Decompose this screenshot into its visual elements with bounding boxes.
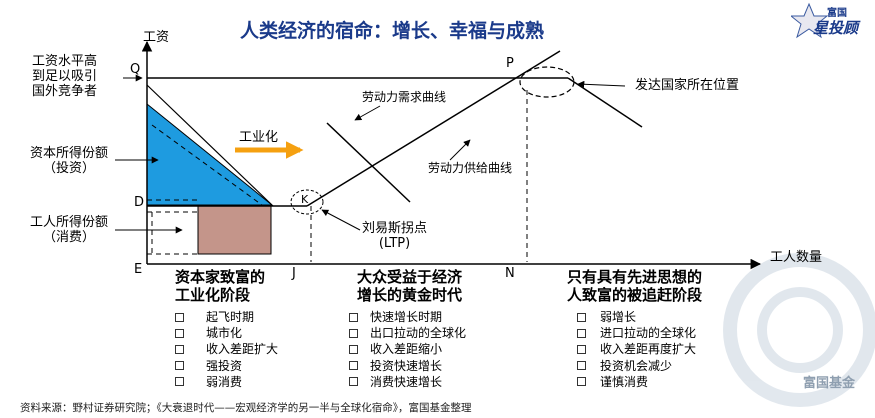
watermark-logo-shape (723, 253, 875, 407)
brand-logo: 富国 星投顾 (789, 2, 869, 46)
demand-line-left (146, 84, 273, 206)
point-d: D (134, 195, 145, 210)
capital-share-label: 资本所得份额 （投资） (30, 146, 109, 176)
source-note: 资料来源：野村证券研究院；《大衰退时代——宏观经济学的另一半与全球化宿命》，富国… (20, 402, 472, 414)
labor-share-area (197, 205, 272, 255)
point-j: J (292, 266, 296, 281)
checkbox-icon (577, 377, 586, 387)
point-n: N (505, 266, 515, 281)
phase-heading: 资本家致富的 工业化阶段 (175, 268, 266, 304)
developed-position-label: 发达国家所在位置 (635, 78, 740, 93)
checkbox-icon (175, 312, 184, 322)
labor-demand-curve (326, 122, 411, 203)
page-title: 人类经济的宿命：增长、幸福与成熟 (240, 20, 545, 42)
star-icon (789, 2, 829, 39)
checkbox-icon (175, 361, 184, 371)
phase-heading: 大众受益于经济 增长的黄金时代 (357, 268, 463, 304)
list-item: 起飞时期 (175, 309, 278, 325)
list-item: 收入差距缩小 (349, 341, 466, 357)
pointer-supply (449, 139, 471, 161)
p-point-ellipse (519, 66, 575, 98)
list-item: 弱消费 (175, 374, 278, 390)
checkbox-icon (175, 345, 184, 354)
list-item: 收入差距再度扩大 (577, 341, 702, 357)
checkbox-icon (349, 361, 358, 371)
list-item: 快速增长时期 (349, 309, 466, 325)
pointer-lewis (321, 209, 361, 231)
checkbox-icon (349, 377, 358, 387)
list-item: 消费快速增长 (349, 374, 466, 390)
checkbox-icon (577, 328, 586, 338)
list-item: 出口拉动的全球化 (349, 325, 466, 341)
point-p: P (506, 56, 514, 71)
labor-share-label: 工人所得份额 （消费） (30, 215, 109, 245)
y-axis-label: 工资 (143, 30, 170, 45)
capital-share-area (146, 102, 274, 206)
labor-supply-curve (306, 50, 561, 207)
checkbox-icon (175, 377, 184, 387)
list-item: 投资机会减少 (577, 358, 702, 374)
phase-industrialization: 资本家致富的 工业化阶段 起飞时期 城市化 收入差距扩大 强投资 弱消费 (175, 268, 278, 390)
list-item: 进口拉动的全球化 (577, 325, 702, 341)
checkbox-icon (349, 328, 358, 338)
list-item: 城市化 (175, 325, 278, 341)
point-k: K (301, 193, 309, 206)
pointer-demand (354, 105, 381, 121)
point-q: Q (130, 62, 141, 77)
checkbox-icon (349, 312, 358, 322)
list-item: 强投资 (175, 358, 278, 374)
dashed-guides (147, 90, 528, 262)
checkbox-icon (349, 345, 358, 354)
wage-threshold-label: 工资水平高 到足以吸引 国外竞争者 (32, 54, 98, 99)
phase-golden-age: 大众受益于经济 增长的黄金时代 快速增长时期 出口拉动的全球化 收入差距缩小 投… (349, 268, 466, 390)
pointer-developed (577, 80, 626, 88)
checkbox-icon (577, 361, 586, 371)
checkbox-icon (175, 328, 184, 338)
checkbox-icon (577, 312, 586, 322)
phase-list: 起飞时期 城市化 收入差距扩大 强投资 弱消费 (175, 309, 278, 390)
phase-catch-up: 只有具有先进思想的 人致富的被追赶阶段 弱增长 进口拉动的全球化 收入差距再度扩… (567, 268, 702, 390)
list-item: 谨慎消费 (577, 374, 702, 390)
phase-list: 快速增长时期 出口拉动的全球化 收入差距缩小 投资快速增长 消费快速增长 (349, 309, 466, 390)
industrialization-label: 工业化 (239, 130, 279, 145)
logo-top-text: 富国 (827, 8, 847, 19)
lewis-point-circle (290, 189, 324, 215)
labor-demand-label: 劳动力需求曲线 (362, 90, 447, 104)
x-axis-label: 工人数量 (770, 250, 823, 265)
watermark-text: 富国基金 (802, 376, 855, 391)
logo-main-text: 星投顾 (813, 19, 859, 37)
point-e: E (134, 262, 143, 277)
labor-supply-label: 劳动力供给曲线 (428, 161, 513, 175)
list-item: 投资快速增长 (349, 358, 466, 374)
phase-heading: 只有具有先进思想的 人致富的被追赶阶段 (567, 268, 703, 304)
phase-list: 弱增长 进口拉动的全球化 收入差距再度扩大 投资机会减少 谨慎消费 (577, 309, 702, 390)
list-item: 弱增长 (577, 309, 702, 325)
list-item: 收入差距扩大 (175, 341, 278, 357)
checkbox-icon (577, 345, 586, 354)
lewis-point-label: 刘易斯拐点 (LTP) (362, 221, 428, 251)
